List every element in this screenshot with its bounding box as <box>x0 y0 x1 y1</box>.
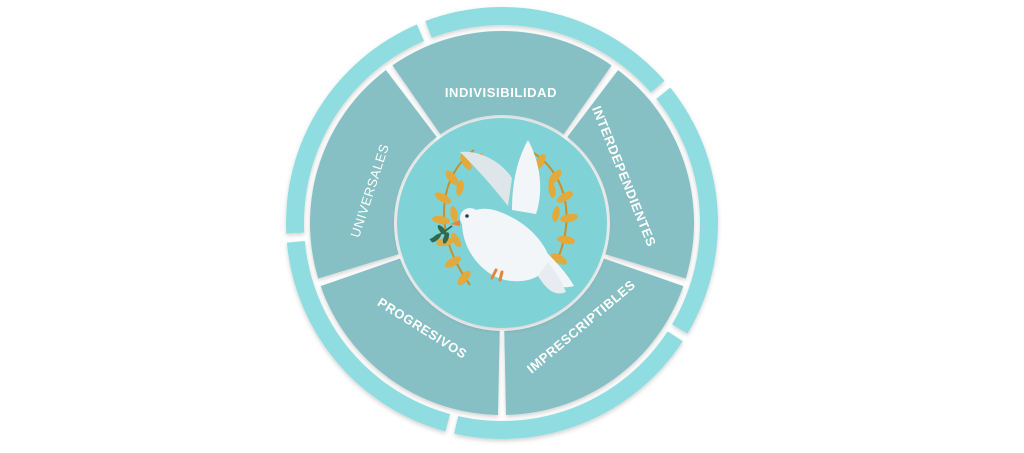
outer-ring <box>286 7 718 439</box>
segment-interdependientes <box>567 70 694 279</box>
segment-label-indivisibilidad: INDIVISIBILIDAD <box>445 85 557 100</box>
segments-ring <box>310 31 694 415</box>
outer-ring-arc-universales <box>286 24 424 234</box>
outer-ring-arc-progresivos <box>286 240 451 432</box>
segment-indivisibilidad <box>392 31 612 135</box>
segment-universales <box>310 70 437 279</box>
segment-progresivos <box>320 258 500 415</box>
outer-ring-arc-indivisibilidad <box>425 7 665 93</box>
dove-icon <box>450 140 574 294</box>
dove-with-olive-branch-and-laurel-icon <box>429 140 578 294</box>
segment-imprescriptibles <box>504 258 684 415</box>
outer-ring-arc-interdependientes <box>656 87 718 334</box>
outer-ring-arc-imprescriptibles <box>454 331 683 439</box>
olive-branch-icon <box>429 225 453 244</box>
